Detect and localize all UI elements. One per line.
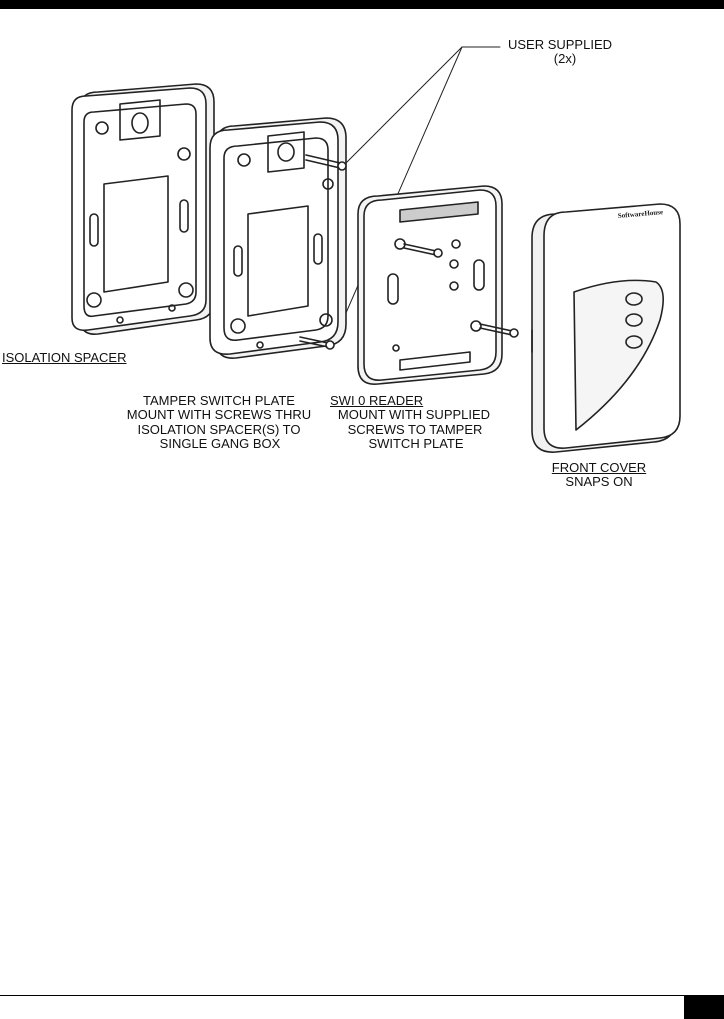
tamper-plate-line1: TAMPER SWITCH PLATE [134, 394, 304, 408]
tamper-plate-line2: MOUNT WITH SCREWS THRU [116, 408, 322, 422]
reader-base-part [358, 186, 518, 384]
tamper-plate-line3: ISOLATION SPACER(S) TO [122, 423, 316, 437]
front-cover-part: SoftwareHouse [532, 204, 680, 452]
reader-line4: SWITCH PLATE [364, 437, 468, 451]
tamper-switch-plate-part [210, 118, 346, 358]
user-supplied-qty: (2x) [540, 52, 590, 66]
user-supplied-label: USER SUPPLIED [500, 38, 620, 52]
isolation-spacer-label: ISOLATION SPACER [2, 351, 150, 365]
tamper-plate-line4: SINGLE GANG BOX [145, 437, 295, 451]
isolation-spacer-part [72, 84, 214, 334]
footer-rule [0, 995, 724, 996]
reader-line3: SCREWS TO TAMPER [344, 423, 486, 437]
reader-title: SWI 0 READER [330, 394, 490, 408]
exploded-assembly-drawing: SoftwareHouse [0, 0, 724, 520]
page-number-tab [684, 995, 724, 1019]
reader-line2: MOUNT WITH SUPPLIED [326, 408, 502, 422]
front-cover-line2: SNAPS ON [554, 475, 644, 489]
front-cover-title: FRONT COVER [544, 461, 654, 475]
